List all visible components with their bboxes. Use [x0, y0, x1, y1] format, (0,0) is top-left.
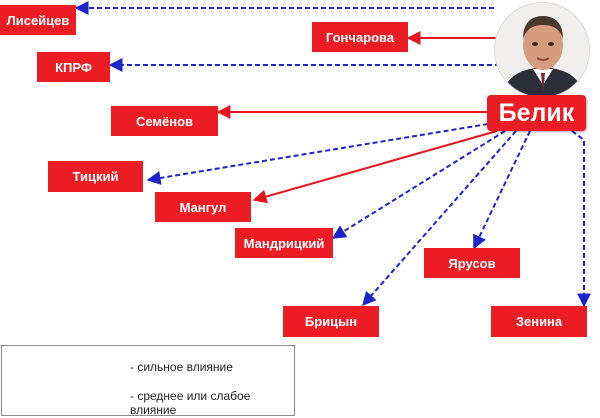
node-brits: Брицын [283, 306, 379, 337]
node-belik: Белик [487, 95, 586, 131]
legend [1, 345, 295, 416]
node-mangul: Мангул [155, 192, 251, 222]
arrow-to-zenina [571, 130, 591, 308]
node-mandritsky: Мандрицкий [235, 228, 333, 258]
arrow-to-mangul [252, 130, 498, 204]
arrow-to-brits [362, 130, 517, 307]
node-titsky: Тицкий [48, 161, 143, 192]
legend-weak-label: - среднее или слабое [130, 389, 251, 403]
arrow-to-mandritsky [331, 130, 506, 239]
person-portrait-icon [495, 3, 589, 97]
node-yarusov: Ярусов [424, 248, 520, 278]
legend-strong-label: - сильное влияние [130, 360, 233, 374]
arrow-to-titsky [146, 123, 489, 185]
node-goncharova: Гончарова [312, 22, 408, 52]
belik-photo [494, 2, 590, 98]
node-liseytsev: Лисейцев [0, 5, 76, 35]
node-kprf: КПРФ [37, 52, 110, 82]
node-zenina: Зенина [491, 306, 587, 337]
arrow-to-yarusov [473, 130, 531, 250]
node-semenov: Семёнов [111, 106, 218, 136]
legend-weak-label-continued: влияние [130, 403, 177, 417]
